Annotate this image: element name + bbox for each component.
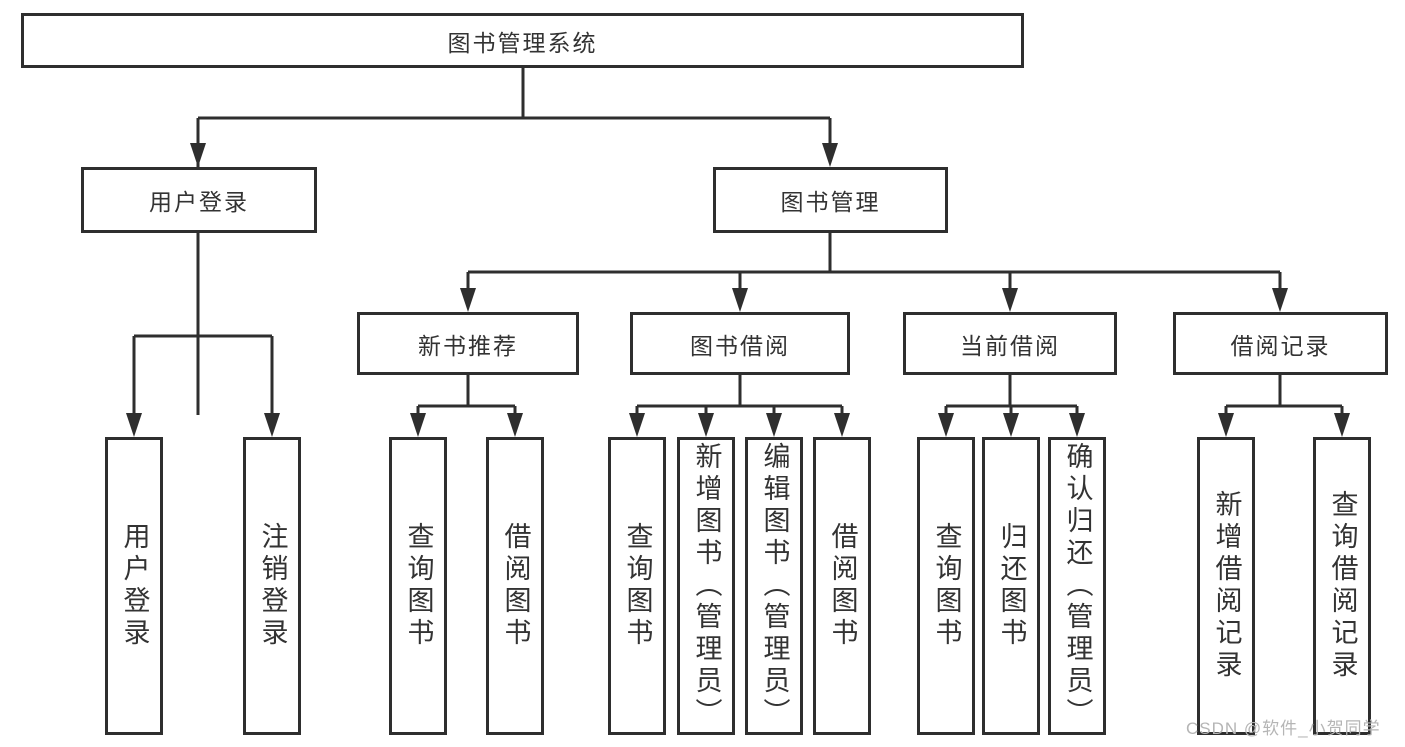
node-root: 图书管理系统 (21, 13, 1024, 68)
leaf-add-book-admin: 新增图书（管理员） (677, 437, 735, 735)
connector-current-borrow-branch (944, 373, 1079, 415)
connector-user-login-branch (132, 232, 274, 415)
connector-new-book-branch (416, 373, 517, 415)
node-user-login-label: 用户登录 (149, 189, 249, 215)
leaf-edit-book-admin: 编辑图书（管理员） (745, 437, 803, 735)
leaf-add-borrow-record-label: 新增借阅记录 (1211, 490, 1242, 682)
node-new-book-recommend-label: 新书推荐 (418, 332, 518, 359)
leaf-current-query-book-label: 查询图书 (931, 522, 962, 650)
node-borrow-record-label: 借阅记录 (1230, 332, 1331, 359)
leaf-newbook-borrow-book: 借阅图书 (486, 437, 544, 735)
connector-borrow-record-branch (1224, 373, 1344, 415)
leaf-query-borrow-record-label: 查询借阅记录 (1327, 490, 1358, 682)
leaf-borrow-query-book: 查询图书 (608, 437, 666, 735)
csdn-watermark: CSDN @软件_小贺同学 (1186, 719, 1381, 738)
node-borrow-record: 借阅记录 (1173, 312, 1388, 375)
arrowheads (126, 143, 1350, 437)
node-book-borrow: 图书借阅 (630, 312, 850, 375)
leaf-current-query-book: 查询图书 (917, 437, 975, 735)
leaf-edit-book-admin-label: 编辑图书（管理员） (759, 442, 790, 730)
leaf-newbook-query-book-label: 查询图书 (403, 522, 434, 650)
node-current-borrow: 当前借阅 (903, 312, 1117, 375)
node-book-borrow-label: 图书借阅 (690, 332, 790, 359)
connector-book-management-branch (466, 233, 1282, 290)
node-root-label: 图书管理系统 (447, 29, 598, 56)
node-book-management-label: 图书管理 (780, 189, 881, 215)
node-new-book-recommend: 新书推荐 (357, 312, 579, 375)
node-book-management: 图书管理 (713, 167, 948, 233)
leaf-newbook-borrow-book-label: 借阅图书 (500, 522, 531, 650)
leaf-add-book-admin-label: 新增图书（管理员） (691, 442, 722, 730)
leaf-newbook-query-book: 查询图书 (389, 437, 447, 735)
leaf-confirm-return-admin-label: 确认归还（管理员） (1062, 442, 1093, 730)
leaf-return-book-label: 归还图书 (996, 522, 1027, 650)
leaf-confirm-return-admin: 确认归还（管理员） (1048, 437, 1106, 735)
leaf-return-book: 归还图书 (982, 437, 1040, 735)
leaf-borrow-book-label: 借阅图书 (827, 522, 858, 650)
connector-book-borrow-branch (635, 373, 844, 415)
node-user-login: 用户登录 (81, 167, 317, 233)
leaf-user-login: 用户登录 (105, 437, 163, 735)
connector-root-to-level2 (196, 68, 832, 415)
leaf-borrow-query-book-label: 查询图书 (622, 522, 653, 650)
leaf-user-login-label: 用户登录 (119, 522, 150, 650)
leaf-query-borrow-record: 查询借阅记录 (1313, 437, 1371, 735)
leaf-borrow-book: 借阅图书 (813, 437, 871, 735)
leaf-logout-label: 注销登录 (257, 522, 288, 650)
leaf-logout: 注销登录 (243, 437, 301, 735)
leaf-add-borrow-record: 新增借阅记录 (1197, 437, 1255, 735)
node-current-borrow-label: 当前借阅 (960, 332, 1060, 359)
